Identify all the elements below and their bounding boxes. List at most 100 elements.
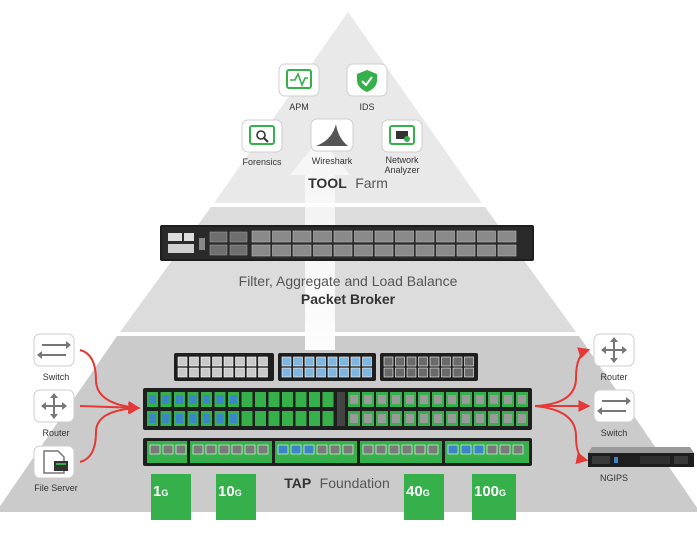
- tap-port: [383, 367, 394, 378]
- broker-port: [354, 244, 373, 257]
- pyramid-tier-tool: [214, 12, 482, 203]
- tap-chassis-port: [406, 395, 414, 404]
- broker-port: [395, 244, 414, 257]
- tap-chassis-port: [203, 414, 210, 423]
- tap-chassis-port: [311, 414, 318, 423]
- broker-port: [292, 230, 312, 243]
- left-devices: Switch Router File Server: [33, 333, 141, 493]
- tap-modules-top: [174, 353, 478, 381]
- tap-bottom-port: [149, 444, 161, 455]
- left-device-switch[interactable]: Switch: [33, 333, 75, 382]
- tap-port: [212, 356, 222, 367]
- tap-chassis-port: [490, 414, 498, 423]
- tap-port: [429, 356, 440, 367]
- tool-ids[interactable]: IDS: [346, 63, 388, 112]
- tap-bottom-port: [316, 444, 328, 455]
- tap-bottom-port: [329, 444, 341, 455]
- tap-chassis-port: [216, 395, 224, 404]
- right-device-ngips[interactable]: NGIPS: [588, 447, 694, 483]
- speed-100g-label: 100G: [474, 483, 506, 500]
- broker-port: [497, 244, 517, 257]
- tap-chassis-port: [284, 395, 291, 404]
- tap-port: [246, 356, 257, 367]
- tool-wireshark[interactable]: Wireshark: [310, 118, 354, 166]
- tap-chassis-port: [230, 414, 237, 423]
- ngips-appliance-icon: [588, 447, 694, 467]
- broker-port: [209, 244, 228, 256]
- tap-port: [452, 356, 463, 367]
- broker-port: [477, 230, 496, 243]
- tap-foundation-title: TAP Foundation: [284, 475, 389, 492]
- packet-broker-title: Packet Broker: [301, 291, 396, 307]
- tool-network-analyzer[interactable]: Network Analyzer: [381, 119, 423, 175]
- tap-chassis-port: [504, 395, 512, 404]
- tap-chassis-port: [462, 414, 470, 423]
- tap-port: [293, 367, 303, 378]
- apm-monitor-icon: [286, 69, 312, 89]
- tap-bottom-port: [486, 444, 498, 455]
- right-device-router[interactable]: Router: [593, 333, 635, 382]
- tap-bottom-port: [192, 444, 204, 455]
- tap-chassis-port: [270, 414, 278, 423]
- tap-port: [200, 367, 211, 378]
- tap-port: [441, 356, 451, 367]
- tap-chassis-port: [284, 414, 291, 423]
- left-device-file-server[interactable]: File Server: [33, 445, 78, 493]
- tap-bottom-port: [499, 444, 511, 455]
- tap-chassis-port: [297, 395, 305, 404]
- broker-port: [313, 244, 332, 257]
- tap-chassis-port: [378, 395, 386, 404]
- tap-chassis-port: [162, 395, 170, 404]
- broker-port: [477, 244, 496, 257]
- tap-chassis-port: [311, 395, 318, 404]
- tap-chassis-port: [448, 414, 456, 423]
- tap-chassis-port: [350, 395, 358, 404]
- packet-broker-subtitle: Filter, Aggregate and Load Balance: [239, 273, 458, 289]
- tap-chassis-port: [350, 414, 358, 423]
- tap-bottom-port: [303, 444, 315, 455]
- right-device-switch[interactable]: Switch: [593, 389, 635, 438]
- right-switch-label: Switch: [601, 428, 628, 438]
- tap-bottom-port: [512, 444, 524, 455]
- tap-chassis-ports: [147, 392, 528, 426]
- tap-port: [293, 356, 303, 367]
- broker-ports: [209, 230, 517, 257]
- tap-chassis-port: [243, 414, 251, 423]
- left-device-router[interactable]: Router: [33, 389, 75, 438]
- tap-port: [464, 356, 474, 367]
- speed-tiles: 1G 10G 40G 100G: [151, 474, 516, 520]
- switch-arrows-icon: [597, 397, 631, 415]
- tap-chassis-port: [364, 414, 372, 423]
- tap-port: [350, 367, 361, 378]
- tap-chassis-port: [203, 395, 210, 404]
- right-ngips-label: NGIPS: [600, 473, 628, 483]
- tap-port: [406, 367, 417, 378]
- speed-1g-label: 1G: [153, 483, 168, 500]
- speed-tile-1g: 1G: [151, 474, 191, 520]
- broker-port: [229, 231, 248, 243]
- tap-chassis-port: [243, 395, 251, 404]
- tool-apm[interactable]: APM: [278, 63, 320, 112]
- tap-bottom-port: [427, 444, 439, 455]
- tap-port: [418, 367, 428, 378]
- broker-port: [436, 244, 455, 257]
- tap-bottom-port: [342, 444, 354, 455]
- tap-chassis-port: [378, 414, 386, 423]
- tap-chassis-port: [230, 395, 237, 404]
- wireshark-fin-icon: [316, 124, 348, 146]
- tap-bottom-port: [401, 444, 413, 455]
- speed-tile-10g: 10G: [216, 474, 256, 520]
- tap-port: [304, 367, 315, 378]
- tap-port: [189, 356, 199, 367]
- tap-port: [200, 356, 211, 367]
- broker-port: [272, 230, 291, 243]
- speed-tile-100g: 100G: [472, 474, 516, 520]
- tap-chassis-port: [189, 414, 197, 423]
- tool-forensics[interactable]: Forensics: [241, 119, 283, 167]
- broker-port: [292, 244, 312, 257]
- forensics-magnifier-icon: [249, 125, 275, 145]
- broker-port: [209, 231, 228, 243]
- tap-port: [281, 367, 292, 378]
- tap-bottom-port: [218, 444, 230, 455]
- tap-chassis-port: [257, 414, 264, 423]
